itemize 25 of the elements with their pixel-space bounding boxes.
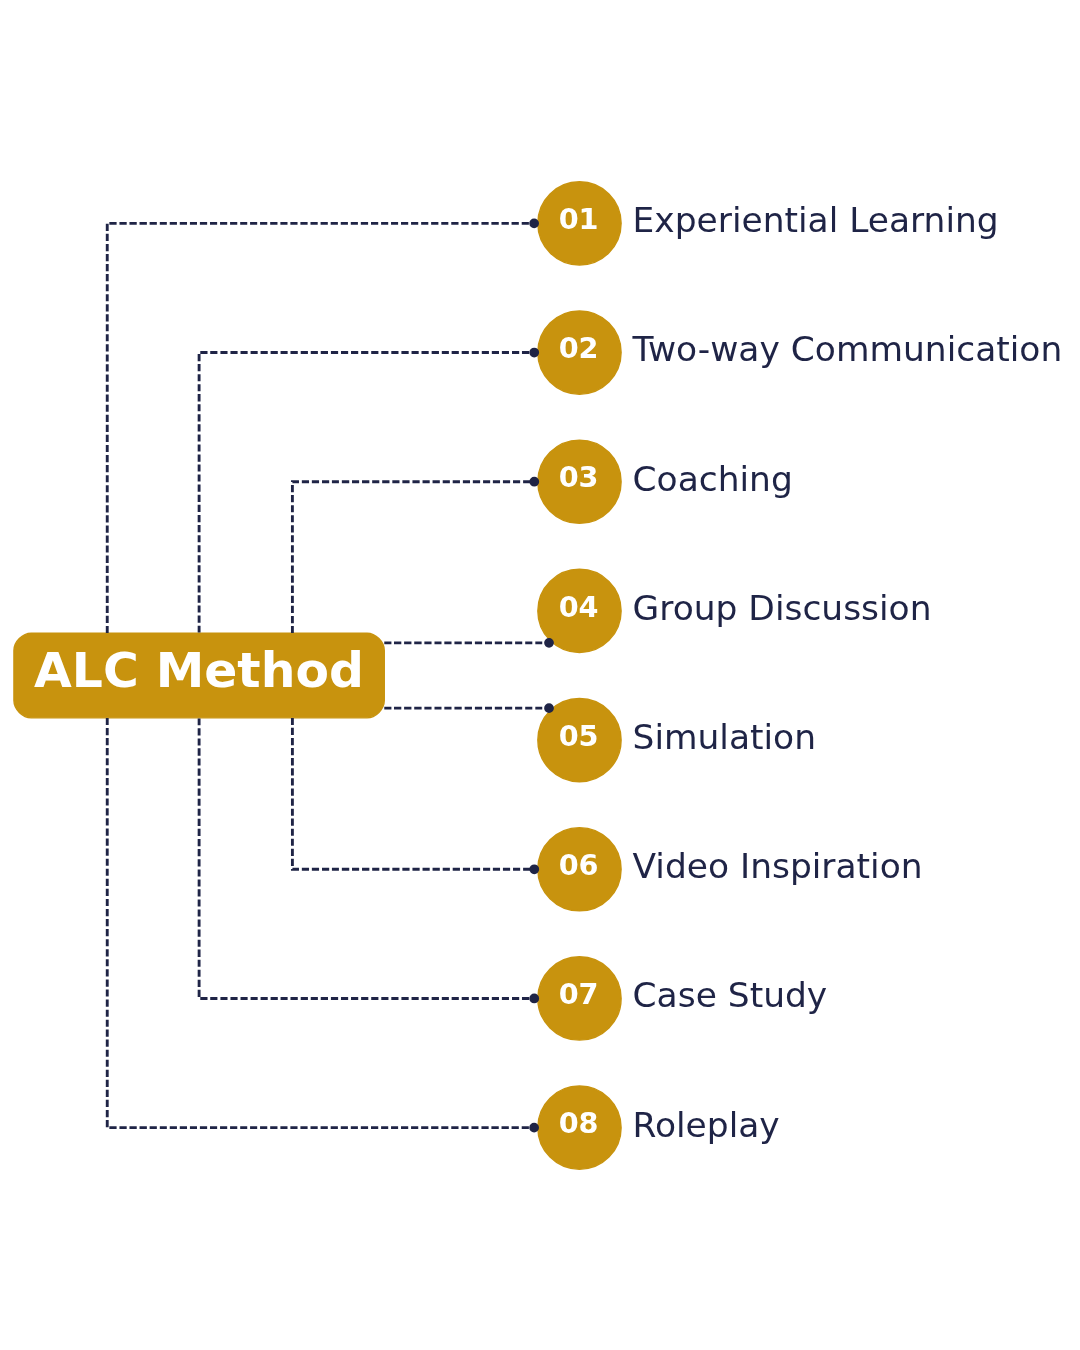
node-label: Two-way Communication xyxy=(632,328,1063,369)
node-box: ALC Method xyxy=(13,631,385,719)
connector xyxy=(105,717,539,1132)
node-label: Simulation xyxy=(632,716,817,757)
connector xyxy=(384,637,554,648)
node-circle: 04 xyxy=(537,568,622,653)
node-label: Video Inspiration xyxy=(632,845,923,886)
node-circle: 01 xyxy=(537,180,622,266)
node-circle: 03 xyxy=(537,438,622,524)
node-circle: 05 xyxy=(537,697,622,782)
node-circle: 02 xyxy=(537,309,622,395)
connector xyxy=(105,218,539,633)
node-label: Group Discussion xyxy=(632,587,932,628)
connector xyxy=(197,717,540,1003)
connector xyxy=(290,476,540,633)
node-label: Experiential Learning xyxy=(632,199,999,240)
node-circle: 06 xyxy=(537,826,622,912)
node-circle: 08 xyxy=(537,1084,622,1170)
connector xyxy=(290,717,540,874)
node-label: Roleplay xyxy=(632,1104,780,1145)
node-circle: 07 xyxy=(537,955,622,1041)
node-label: Case Study xyxy=(632,974,828,1015)
node-label: Coaching xyxy=(632,458,793,499)
connector xyxy=(197,347,540,633)
connector xyxy=(384,702,554,713)
